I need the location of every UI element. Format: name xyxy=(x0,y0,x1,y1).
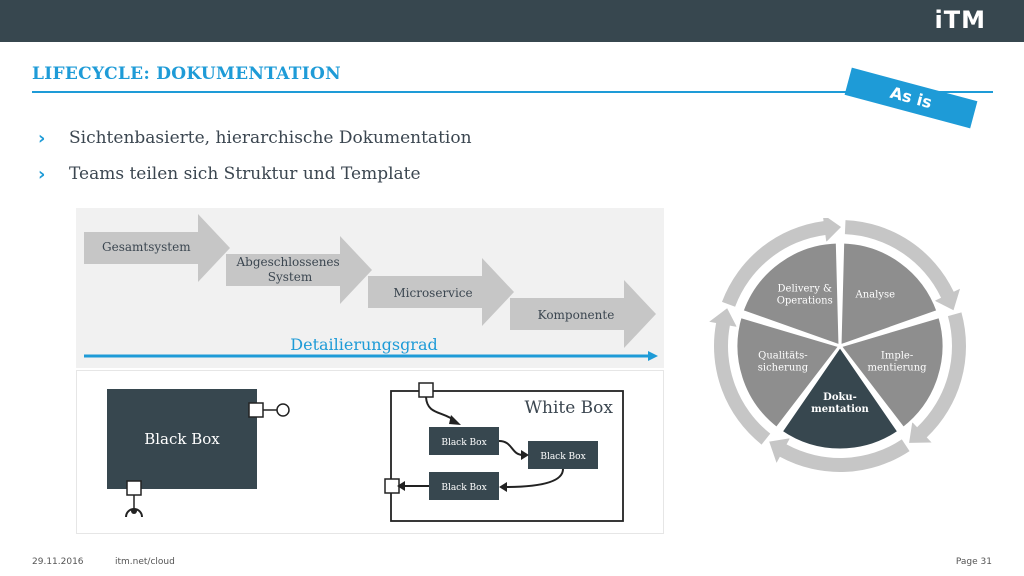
box-view-diagram: Black Box White Box Black Box Black Box … xyxy=(107,382,624,522)
inner-black-box-label: Black Box xyxy=(441,438,486,448)
step-arrow-komponente xyxy=(510,280,656,348)
cycle-segment-label-line: Imple- xyxy=(881,351,913,362)
cycle-segment-label-line: mentierung xyxy=(868,363,928,374)
black-box-label: Black Box xyxy=(144,430,220,448)
cycle-segment-label-line: Delivery & xyxy=(778,283,833,294)
cycle-segment xyxy=(838,240,940,349)
cycle-segment xyxy=(734,314,843,431)
cycle-segment xyxy=(779,343,901,452)
cycle-labels: AnalyseImple-mentierungDoku-mentationQua… xyxy=(758,283,927,415)
cycle-segment-label: Imple-mentierung xyxy=(868,351,928,374)
bullet-text: Sichtenbasierte, hierarchische Dokumenta… xyxy=(69,128,472,148)
cycle-segment-label-line: Operations xyxy=(777,295,833,306)
axis-label: Detailierungsgrad xyxy=(290,335,437,354)
cycle-ring-arrow xyxy=(909,312,966,443)
cycle-segment-label: Doku-mentation xyxy=(811,392,869,415)
as-is-badge: As is xyxy=(844,67,978,129)
step-label-line2: System xyxy=(268,270,313,284)
flow-arrowhead xyxy=(449,415,461,425)
cycle-segment-label-line: sicherung xyxy=(758,363,809,374)
cycle-segment xyxy=(740,240,842,349)
hierarchy-panel: Gesamtsystem Abgeschlossenes System Micr… xyxy=(76,208,664,368)
socket-center-dot xyxy=(131,508,137,514)
chevron-right-icon: › xyxy=(38,127,46,149)
step-arrow-gesamtsystem xyxy=(84,214,230,282)
inner-black-box xyxy=(429,472,499,500)
white-box-label: White Box xyxy=(525,398,614,418)
cycle-segment-label-line: Qualitäts- xyxy=(758,351,808,362)
footer-date: 29.11.2016 xyxy=(32,557,84,567)
cycle-segments xyxy=(734,240,946,452)
cycle-ring xyxy=(709,218,966,472)
hierarchy-diagram: Gesamtsystem Abgeschlossenes System Micr… xyxy=(84,214,658,361)
step-label: Microservice xyxy=(393,286,472,300)
flow-arrowhead xyxy=(397,481,405,491)
black-box xyxy=(107,389,257,489)
cycle-ring-arrow xyxy=(844,220,961,311)
footer-url: itm.net/cloud xyxy=(115,557,175,567)
detail-axis-arrowhead xyxy=(648,351,658,361)
cycle-segment-label-line: mentation xyxy=(811,404,869,415)
page-title: LIFECYCLE: DOKUMENTATION xyxy=(32,64,341,84)
inner-black-box xyxy=(528,441,598,469)
white-box-in-port xyxy=(418,382,434,398)
white-box-out-port xyxy=(384,478,400,494)
inner-black-box xyxy=(429,427,499,455)
page-number: Page 31 xyxy=(955,557,992,567)
step-label-line1: Abgeschlossenes xyxy=(235,255,339,269)
cycle-segment-label-line: Analyse xyxy=(855,289,896,300)
lifecycle-cycle-diagram: AnalyseImple-mentierungDoku-mentationQua… xyxy=(709,218,966,472)
cycle-segment-label: Qualitäts-sicherung xyxy=(758,351,809,374)
provided-interface-icon xyxy=(276,403,290,417)
cycle-segment xyxy=(837,314,946,431)
bullet-list: › Sichtenbasierte, hierarchische Dokumen… xyxy=(38,120,472,192)
step-label: Abgeschlossenes System xyxy=(235,255,343,284)
cycle-ring-arrow xyxy=(769,438,910,472)
inner-black-box-label: Black Box xyxy=(441,483,486,493)
bullet-item: › Sichtenbasierte, hierarchische Dokumen… xyxy=(38,120,472,156)
step-arrow-microservice xyxy=(368,258,514,326)
step-arrow-abgeschlossenes-system xyxy=(226,236,372,304)
bullet-text: Teams teilen sich Struktur und Template xyxy=(69,164,421,184)
flow-arrowhead xyxy=(499,482,507,492)
cycle-segment-label: Analyse xyxy=(855,289,896,300)
inner-black-box-label: Black Box xyxy=(540,452,585,462)
cycle-ring-arrow xyxy=(709,308,771,445)
flow-connector xyxy=(504,468,564,488)
box-view-panel: Black Box White Box Black Box Black Box … xyxy=(76,370,664,534)
cycle-segment-label: Delivery &Operations xyxy=(777,283,833,306)
provided-port xyxy=(248,402,264,418)
chevron-right-icon: › xyxy=(38,163,46,185)
flow-arrowhead xyxy=(521,450,529,460)
step-label: Komponente xyxy=(538,308,615,322)
bullet-item: › Teams teilen sich Struktur und Templat… xyxy=(38,156,472,192)
required-port xyxy=(126,480,142,496)
top-bar: iTM xyxy=(0,0,1024,42)
title-divider xyxy=(32,91,993,93)
step-label: Gesamtsystem xyxy=(102,240,191,254)
cycle-ring-arrow xyxy=(721,218,842,307)
itm-logo: iTM xyxy=(934,6,986,34)
cycle-segment-label-line: Doku- xyxy=(823,392,857,403)
flow-connector xyxy=(498,440,524,456)
